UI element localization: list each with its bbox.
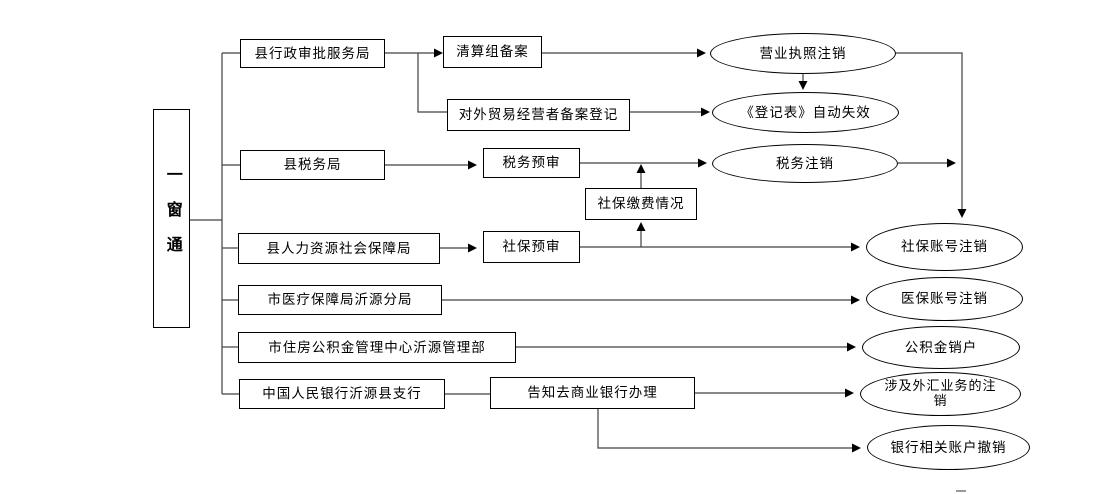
node-liquidation-filing: 清算组备案 xyxy=(443,36,542,68)
edge-license-down-social xyxy=(896,52,967,218)
node-license-cancellation: 营业执照注销 xyxy=(710,33,896,74)
node-social-account-cancellation: 社保账号注销 xyxy=(866,223,1023,271)
node-tax-bureau: 县税务局 xyxy=(240,150,385,180)
node-tax-cancellation: 税务注销 xyxy=(712,144,898,183)
node-hr-bureau: 县人力资源社会保障局 xyxy=(238,233,440,264)
node-housing-fund-cancellation: 公积金销户 xyxy=(862,326,1020,369)
node-social-security-payment: 社保缴费情况 xyxy=(585,188,697,220)
node-admin-bureau: 县行政审批服务局 xyxy=(240,39,385,68)
node-forex-cancellation: 涉及外汇业务的注销 xyxy=(860,372,1021,416)
node-inform-commercial-bank: 告知去商业银行办理 xyxy=(490,377,695,409)
node-foreign-trade-filing: 对外贸易经营者备案登记 xyxy=(447,99,630,131)
node-medical-bureau: 市医疗保障局沂源分局 xyxy=(238,285,442,315)
node-housing-fund-center: 市住房公积金管理中心沂源管理部 xyxy=(238,332,516,363)
node-pboc-branch: 中国人民银行沂源县支行 xyxy=(239,379,445,409)
node-social-preaudit: 社保预审 xyxy=(483,231,580,263)
node-medical-account-cancellation: 医保账号注销 xyxy=(866,277,1023,321)
node-one-window-label: 一窗通 xyxy=(163,166,181,271)
edge-admin-foreigntrade xyxy=(417,53,447,113)
node-one-window: 一窗通 xyxy=(153,109,190,328)
node-registration-form-invalid: 《登记表》自动失效 xyxy=(712,92,899,133)
node-tax-preaudit: 税务预审 xyxy=(483,148,580,178)
edge-inform-bankcancel xyxy=(597,409,861,453)
node-bank-account-cancellation: 银行相关账户撤销 xyxy=(867,425,1030,470)
